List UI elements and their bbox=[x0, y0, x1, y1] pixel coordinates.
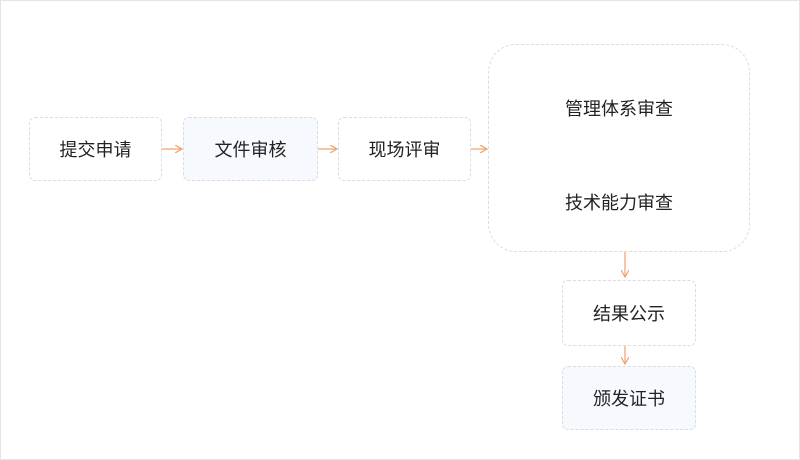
step-certificate: 颁发证书 bbox=[562, 366, 696, 430]
step-doc-review: 文件审核 bbox=[183, 117, 318, 181]
review-group: 管理体系审查 技术能力审查 bbox=[488, 44, 750, 252]
step-submit-label: 提交申请 bbox=[59, 140, 132, 161]
review-item-technical: 技术能力审查 bbox=[565, 193, 673, 214]
step-publish: 结果公示 bbox=[562, 280, 696, 346]
step-submit: 提交申请 bbox=[29, 117, 162, 181]
step-publish-label: 结果公示 bbox=[593, 304, 665, 325]
step-onsite-review-label: 现场评审 bbox=[368, 140, 441, 161]
step-onsite-review: 现场评审 bbox=[338, 117, 471, 181]
step-doc-review-label: 文件审核 bbox=[214, 140, 287, 161]
step-certificate-label: 颁发证书 bbox=[593, 389, 665, 410]
review-item-management: 管理体系审查 bbox=[565, 99, 673, 120]
